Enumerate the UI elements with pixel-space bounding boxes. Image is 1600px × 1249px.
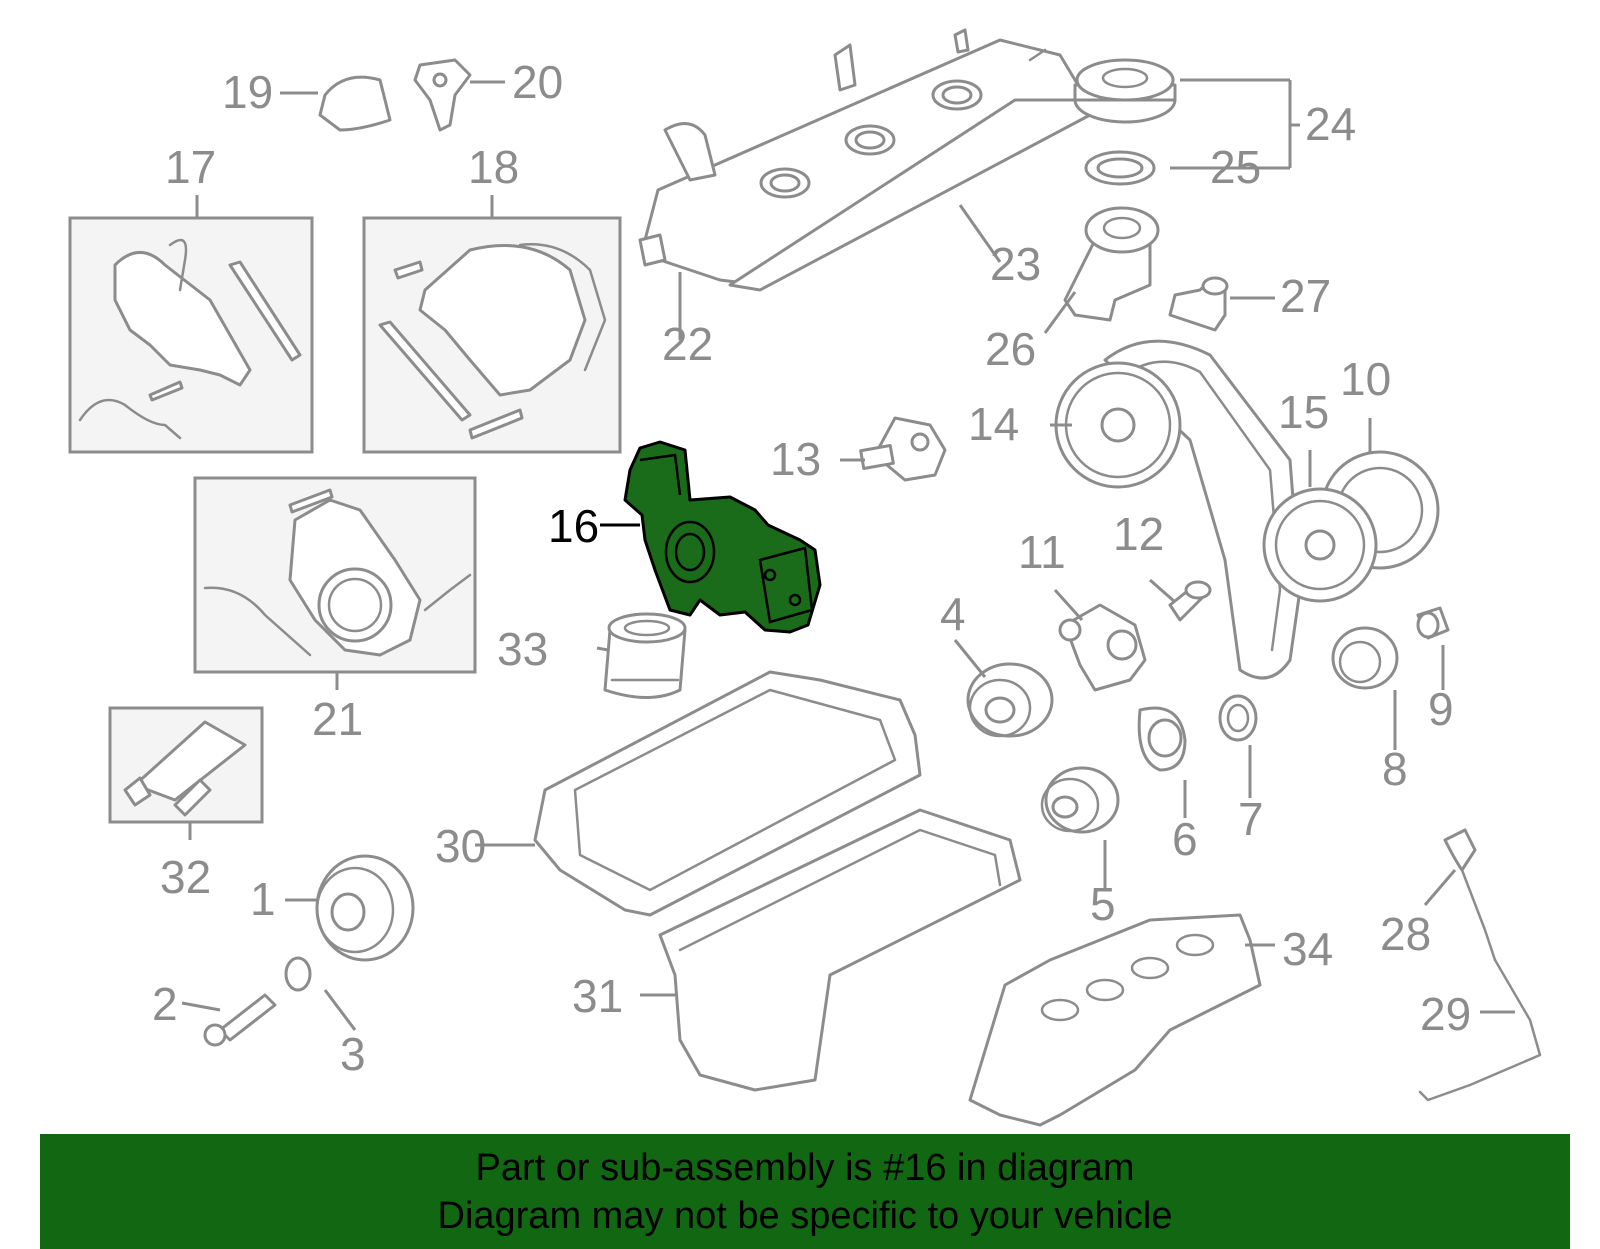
- callout-21: 21: [312, 693, 363, 745]
- callout-25: 25: [1210, 141, 1261, 193]
- callout-10: 10: [1340, 353, 1391, 405]
- leader-lines: [181, 78, 1515, 1031]
- callout-31: 31: [572, 970, 623, 1022]
- callout-13: 13: [770, 433, 821, 485]
- part-29-dipstick-tube: [1418, 958, 1542, 1102]
- part-18-timing-cover-kit: [362, 216, 622, 454]
- part-20-bracket: [413, 58, 472, 132]
- callout-16: 16: [548, 500, 599, 552]
- part-28-dipstick: [1443, 828, 1497, 962]
- part-23-valve-cover: [638, 28, 1092, 292]
- part-24-oil-cap: [1073, 58, 1177, 124]
- callout-27: 27: [1280, 270, 1331, 322]
- part-7-seal: [1218, 694, 1258, 742]
- part-5-gear: [1040, 766, 1120, 834]
- callout-20: 20: [512, 56, 563, 108]
- callout-30: 30: [435, 820, 486, 872]
- part-1-pulley: [315, 854, 415, 962]
- part-19-mount: [318, 75, 392, 132]
- callout-17: 17: [165, 141, 216, 193]
- part-21-timing-cover-kit: [193, 476, 477, 674]
- callout-9: 9: [1428, 683, 1454, 735]
- callout-26: 26: [985, 323, 1036, 375]
- callout-2: 2: [152, 978, 178, 1030]
- part-11-tensioner: [1058, 603, 1147, 692]
- callout-11: 11: [1018, 526, 1066, 578]
- callout-32: 32: [160, 851, 211, 903]
- part-33-oil-filter: [603, 612, 687, 699]
- part-4-idler: [966, 662, 1054, 738]
- callout-24: 24: [1305, 98, 1356, 150]
- callout-18: 18: [468, 141, 519, 193]
- part-32-sealant: [108, 706, 264, 824]
- callout-33: 33: [497, 623, 548, 675]
- callout-8: 8: [1382, 743, 1408, 795]
- part-8-bushing: [1331, 626, 1399, 690]
- part-6-seal: [1137, 706, 1187, 772]
- part-16-oil-pump-highlighted: [623, 440, 822, 634]
- part-15-sprocket: [1262, 487, 1378, 603]
- banner-line-2: Diagram may not be specific to your vehi…: [437, 1194, 1173, 1237]
- callout-19: 19: [222, 66, 273, 118]
- part-13-sensor: [859, 416, 947, 482]
- part-30-oil-pan-upper: [533, 670, 922, 917]
- info-banner: Part or sub-assembly is #16 in diagram D…: [40, 1134, 1570, 1249]
- part-3-washer: [284, 956, 312, 992]
- callout-7: 7: [1238, 793, 1264, 845]
- part-17-timing-cover-kit: [68, 216, 314, 454]
- callout-5: 5: [1090, 878, 1116, 930]
- callout-22: 22: [662, 318, 713, 370]
- part-2-bolt: [203, 993, 277, 1047]
- callout-12: 12: [1113, 508, 1164, 560]
- callout-29: 29: [1420, 988, 1471, 1040]
- callout-6: 6: [1172, 813, 1198, 865]
- callout-15: 15: [1278, 386, 1329, 438]
- callout-labels: 1 2 3 4 5 6 7 8 9 10 11 12 13 14 15 16 1…: [152, 56, 1471, 1080]
- part-12-bolt: [1168, 580, 1212, 622]
- callout-4: 4: [940, 588, 966, 640]
- part-26-engine-mount: [1063, 206, 1160, 322]
- part-25-o-ring: [1084, 150, 1156, 186]
- banner-line-1: Part or sub-assembly is #16 in diagram: [475, 1146, 1135, 1189]
- part-31-oil-pan-lower: [658, 808, 1022, 1092]
- part-27-hose: [1168, 276, 1229, 332]
- callout-1: 1: [250, 873, 276, 925]
- part-9-plug: [1416, 606, 1450, 640]
- callout-14: 14: [968, 398, 1019, 450]
- callout-34: 34: [1282, 923, 1333, 975]
- part-34-intake-manifold: [968, 913, 1262, 1127]
- part-14-cam-sprocket: [1054, 361, 1182, 489]
- callout-3: 3: [340, 1028, 366, 1080]
- callout-28: 28: [1380, 908, 1431, 960]
- callout-23: 23: [990, 238, 1041, 290]
